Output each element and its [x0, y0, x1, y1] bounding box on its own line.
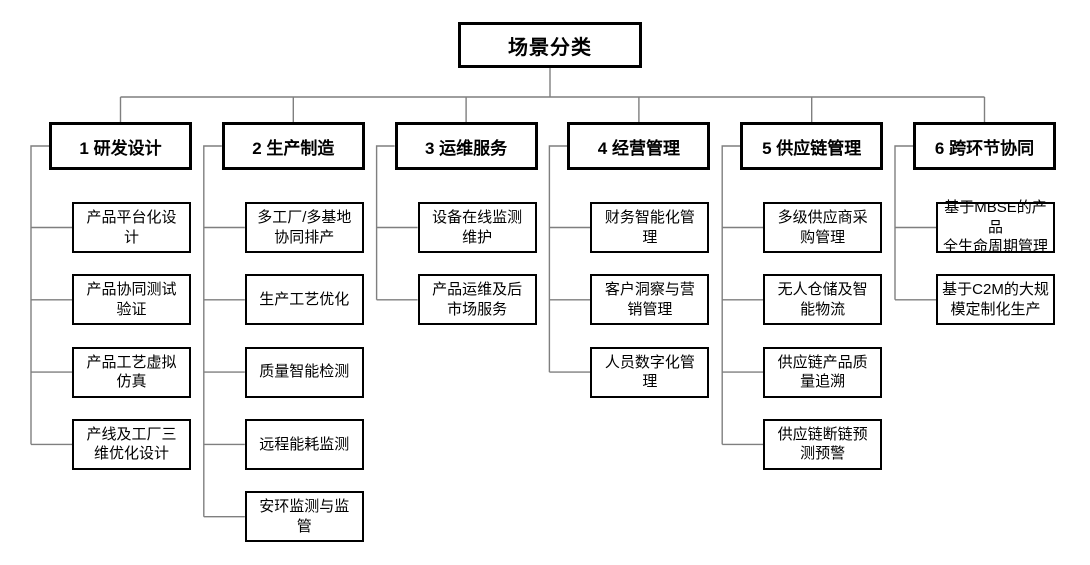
leaf-node: 产品协同测试 验证 — [72, 274, 191, 326]
leaf-node: 客户洞察与营 销管理 — [590, 274, 710, 326]
leaf-node-label: 基于C2M的大规 模定制化生产 — [942, 281, 1049, 318]
branch-header-label: 2 生产制造 — [252, 138, 335, 158]
leaf-node-label: 产品运维及后 市场服务 — [432, 281, 523, 318]
leaf-node: 基于MBSE的产品 全生命周期管理 — [936, 199, 1055, 255]
leaf-node: 基于C2M的大规 模定制化生产 — [936, 274, 1055, 326]
leaf-node: 远程能耗监测 — [244, 418, 364, 470]
leaf-node: 设备在线监测 维护 — [417, 202, 537, 253]
leaf-node: 产品平台化设 计 — [72, 202, 191, 253]
leaf-node-label: 设备在线监测 维护 — [432, 209, 523, 246]
branch-header-1: 1 研发设计 — [49, 122, 192, 170]
leaf-node: 产品运维及后 市场服务 — [417, 274, 537, 326]
leaf-node-label: 产品协同测试 验证 — [86, 281, 177, 318]
branch-header-5: 5 供应链管理 — [740, 122, 884, 170]
leaf-node-label: 财务智能化管 理 — [604, 209, 695, 246]
leaf-node-label: 无人仓储及智 能物流 — [777, 281, 868, 318]
leaf-node-label: 产线及工厂三 维优化设计 — [86, 425, 177, 463]
leaf-node: 生产工艺优化 — [244, 274, 364, 326]
leaf-node-label: 人员数字化管 理 — [604, 353, 695, 391]
branch-header-label: 5 供应链管理 — [762, 138, 862, 158]
leaf-node-label: 多级供应商采 购管理 — [777, 209, 868, 246]
root-node: 场景分类 — [458, 22, 642, 68]
leaf-node-label: 安环监测与监 管 — [259, 498, 350, 535]
branch-header-3: 3 运维服务 — [394, 122, 538, 170]
leaf-node: 多级供应商采 购管理 — [763, 202, 883, 253]
leaf-node: 产品工艺虚拟 仿真 — [72, 346, 191, 398]
branch-header-label: 6 跨环节协同 — [934, 138, 1035, 158]
leaf-node: 财务智能化管 理 — [590, 202, 710, 253]
branch-header-6: 6 跨环节协同 — [913, 122, 1056, 170]
leaf-node-label: 质量智能检测 — [259, 363, 350, 381]
leaf-node-label: 供应链产品质 量追溯 — [777, 353, 868, 391]
leaf-node: 产线及工厂三 维优化设计 — [72, 418, 191, 470]
leaf-node-label: 远程能耗监测 — [259, 435, 350, 453]
leaf-node: 供应链断链预 测预警 — [763, 418, 883, 470]
leaf-node-label: 多工厂/多基地 协同排产 — [257, 209, 352, 246]
leaf-node-label: 生产工艺优化 — [259, 291, 350, 309]
leaf-node: 质量智能检测 — [244, 346, 364, 398]
branch-header-4: 4 经营管理 — [567, 122, 711, 170]
branch-header-label: 4 经营管理 — [597, 138, 680, 158]
leaf-node: 无人仓储及智 能物流 — [763, 274, 883, 326]
leaf-node: 多工厂/多基地 协同排产 — [244, 202, 364, 253]
branch-header-label: 3 运维服务 — [425, 138, 508, 158]
leaf-node: 供应链产品质 量追溯 — [763, 346, 883, 398]
branch-header-2: 2 生产制造 — [221, 122, 365, 170]
leaf-node-label: 产品平台化设 计 — [86, 209, 177, 246]
root-node-label: 场景分类 — [508, 36, 592, 59]
leaf-node: 安环监测与监 管 — [244, 491, 364, 543]
leaf-node-label: 供应链断链预 测预警 — [777, 425, 868, 463]
leaf-node-label: 客户洞察与营 销管理 — [604, 281, 695, 318]
leaf-node: 人员数字化管 理 — [590, 346, 710, 398]
branch-header-label: 1 研发设计 — [79, 138, 162, 158]
leaf-node-label: 基于MBSE的产品 全生命周期管理 — [942, 199, 1048, 256]
leaf-node-label: 产品工艺虚拟 仿真 — [86, 353, 177, 391]
